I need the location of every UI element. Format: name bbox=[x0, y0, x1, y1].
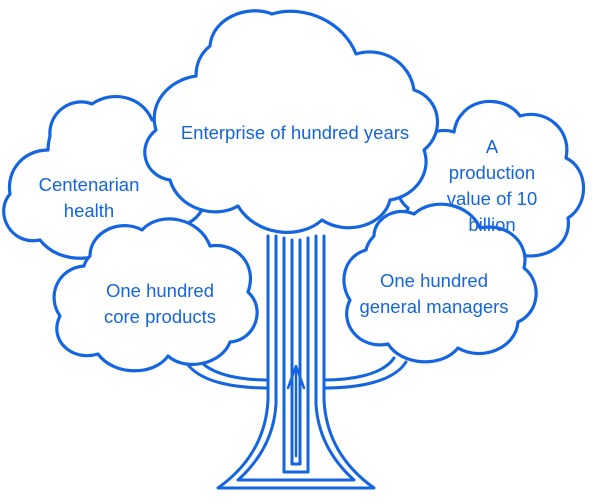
cloud-top bbox=[143, 9, 440, 234]
cloud-label-line: value of 10 bbox=[446, 188, 538, 209]
cloud-label-line: Enterprise of hundred years bbox=[180, 122, 410, 143]
right-branch bbox=[322, 356, 408, 390]
cloud-label-line: health bbox=[63, 200, 115, 221]
cloud-label-left: Centenarian health bbox=[14, 172, 164, 224]
cloud-label-line: Centenarian bbox=[38, 174, 140, 195]
cloud-label-bottom-right: One hundred general managers bbox=[344, 268, 524, 320]
cloud-label-line: billion bbox=[468, 214, 516, 235]
cloud-label-line: general managers bbox=[359, 296, 509, 317]
cloud-label-line: One hundred bbox=[105, 280, 214, 301]
cloud-label-line: A bbox=[485, 136, 499, 157]
cloud-label-line: core products bbox=[103, 306, 217, 327]
cloud-label-line: production bbox=[448, 162, 536, 183]
cloud-label-right: A production value of 10 billion bbox=[432, 134, 552, 238]
cloud-label-line: One hundred bbox=[379, 270, 488, 291]
cloud-label-bottom-left: One hundred core products bbox=[80, 278, 240, 330]
cloud-label-top: Enterprise of hundred years bbox=[147, 120, 443, 146]
cloud-bottom-left bbox=[52, 217, 259, 373]
tree-trunk bbox=[216, 234, 376, 490]
up-arrow bbox=[286, 364, 306, 458]
cloud-bottom-right bbox=[342, 202, 538, 364]
